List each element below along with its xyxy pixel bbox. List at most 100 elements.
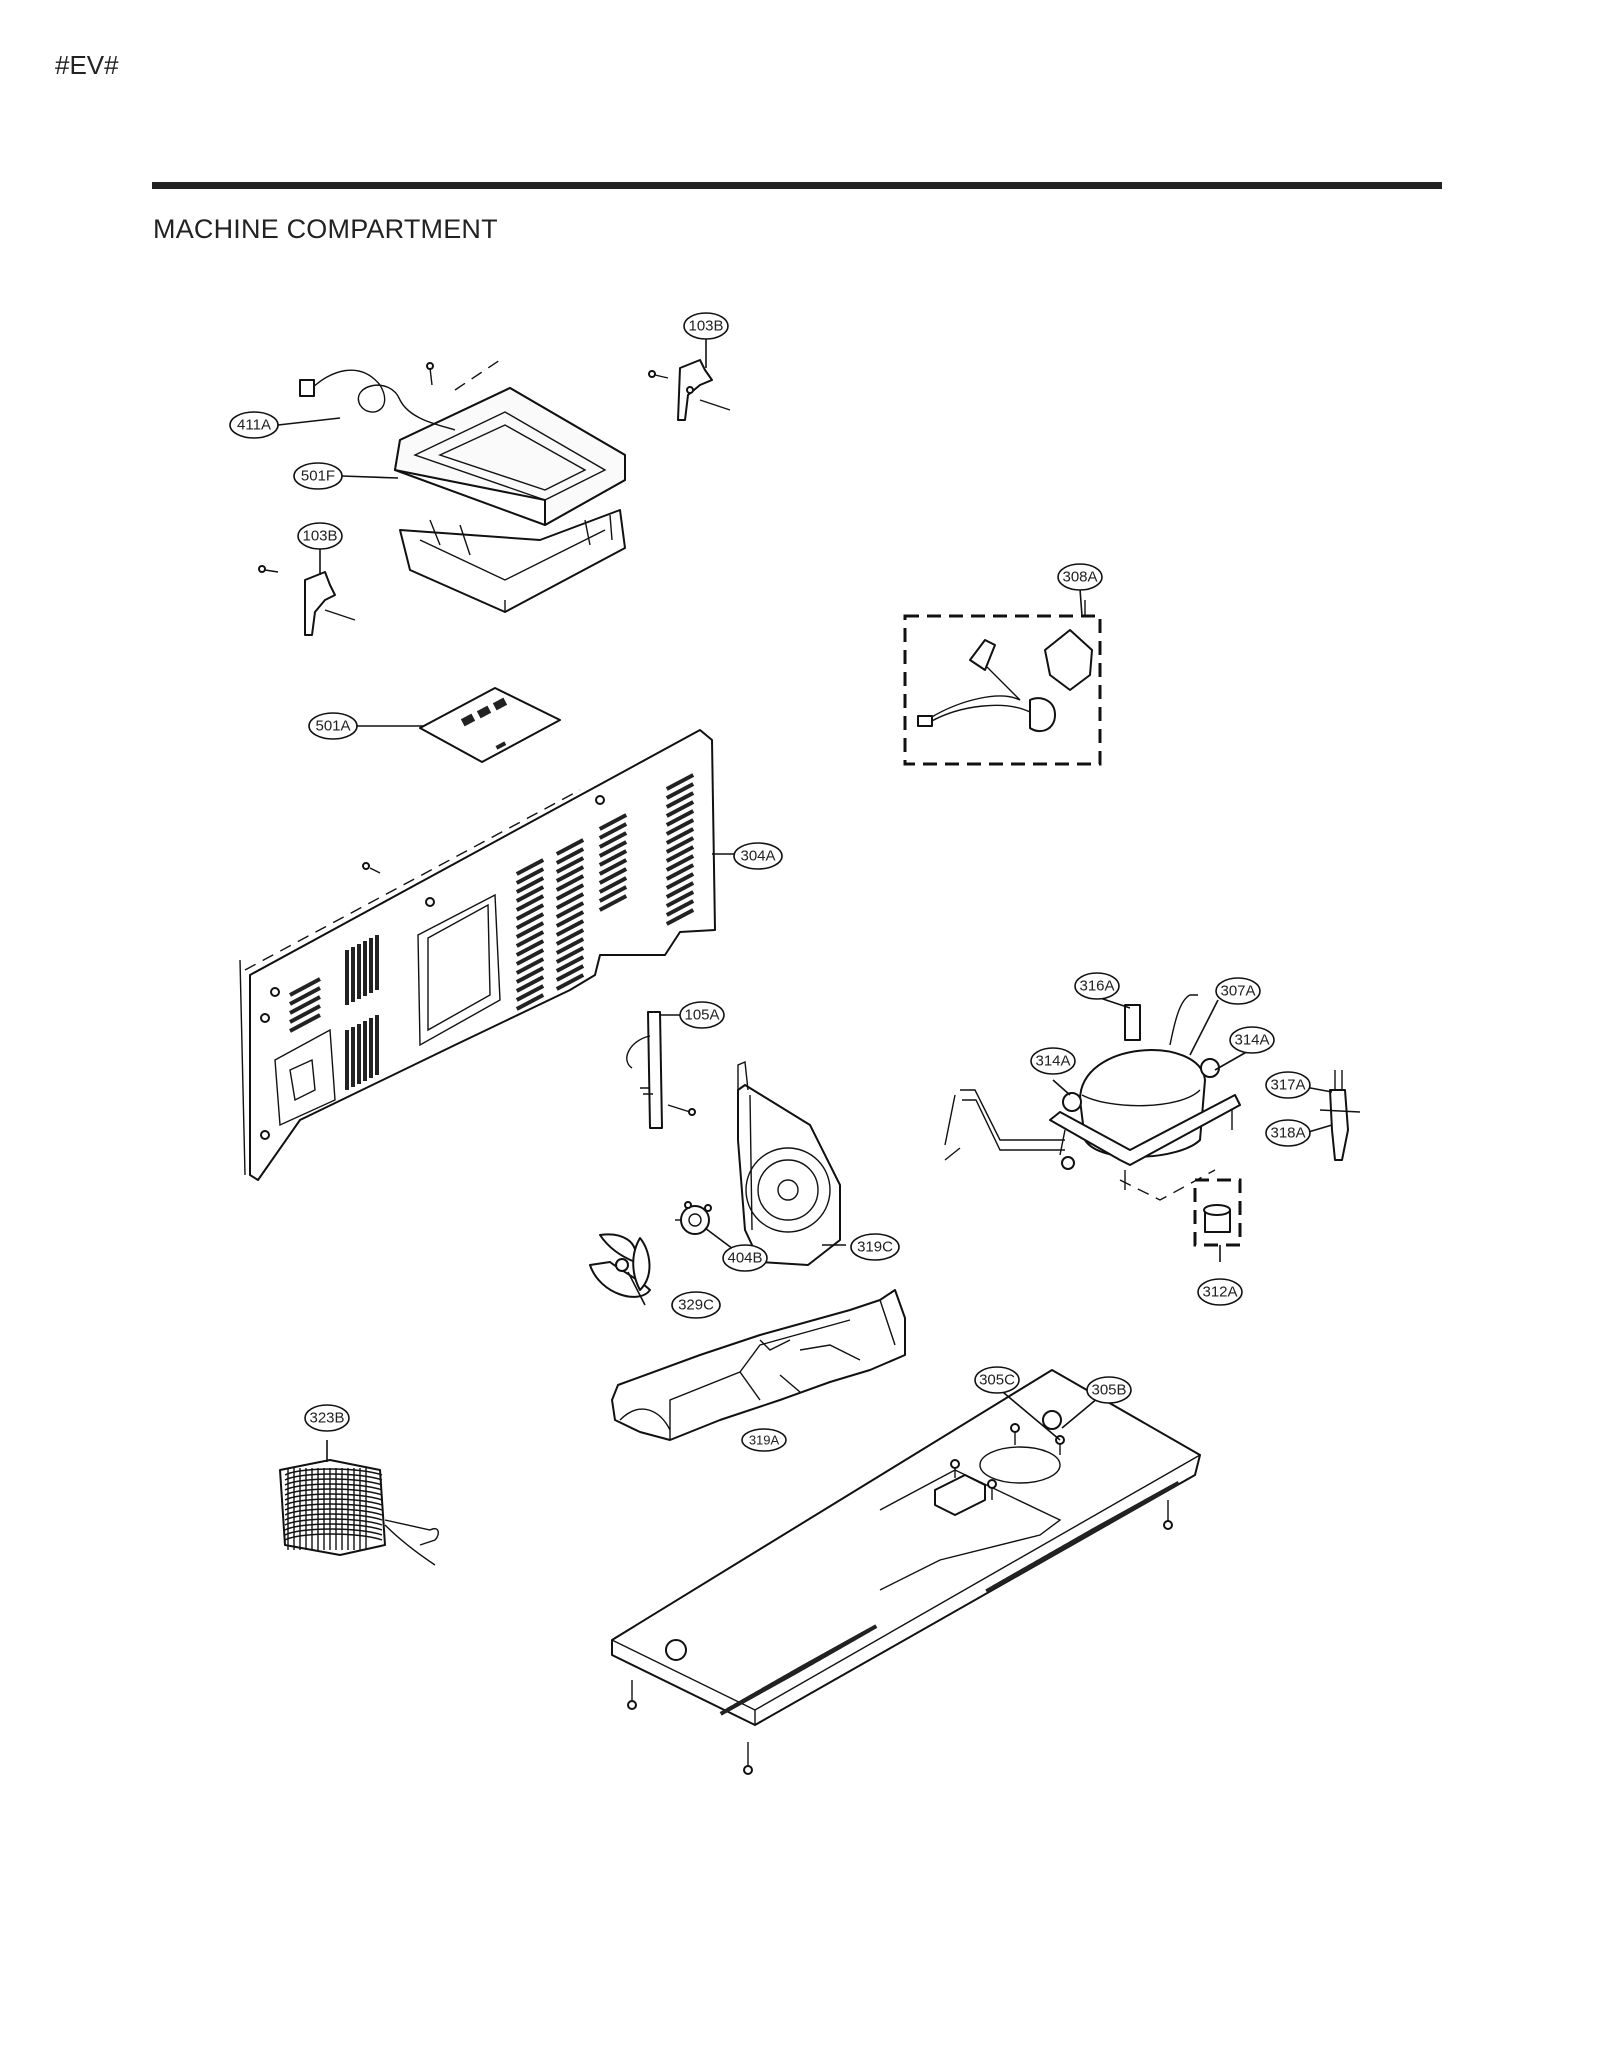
vent-slot xyxy=(665,782,695,800)
vent-slot xyxy=(598,849,628,867)
vent-slot xyxy=(665,791,695,809)
vent-slot xyxy=(555,874,585,892)
vent-slot xyxy=(515,921,545,939)
vent-slot xyxy=(598,813,628,831)
vent-slot xyxy=(598,894,628,912)
condenser xyxy=(279,1459,439,1566)
vent-slot xyxy=(598,831,628,849)
vent-slot xyxy=(665,845,695,863)
drain-pipe xyxy=(626,1011,696,1129)
callout-label: 314A xyxy=(1234,1032,1269,1049)
vent-slot xyxy=(357,944,361,999)
vent-slot xyxy=(665,827,695,845)
callout-label: 319A xyxy=(749,1433,780,1448)
callout-label: 314A xyxy=(1035,1053,1070,1070)
vent-slot xyxy=(375,1015,379,1075)
vent-slot xyxy=(555,838,585,856)
callout-105A: 105A xyxy=(679,1001,725,1029)
callout-label: 308A xyxy=(1062,569,1097,586)
vent-slot xyxy=(289,995,321,1015)
vent-slot xyxy=(665,836,695,854)
vent-slot xyxy=(555,928,585,946)
vent-slot xyxy=(665,818,695,836)
condenser-fin xyxy=(284,1478,383,1486)
vent-slot xyxy=(515,966,545,984)
condenser-fin xyxy=(284,1528,383,1536)
callout-501A: 501A xyxy=(308,712,358,740)
section-title: MACHINE COMPARTMENT xyxy=(153,214,498,244)
vent-slot xyxy=(796,1624,878,1672)
vent-slot xyxy=(375,935,379,990)
callout-329C: 329C xyxy=(671,1291,721,1319)
vent-slot xyxy=(598,867,628,885)
bracket-top xyxy=(677,359,731,421)
title-divider xyxy=(152,182,1442,189)
control-box-cover xyxy=(394,387,626,613)
callout-label: 103B xyxy=(688,318,723,335)
vent-slot xyxy=(598,840,628,858)
condenser-fin xyxy=(284,1493,383,1501)
label-plate xyxy=(419,687,561,763)
vent-slot xyxy=(289,986,321,1006)
vent-slot xyxy=(351,1027,355,1087)
bracket-left xyxy=(304,571,356,636)
vent-slot xyxy=(555,856,585,874)
vent-slot xyxy=(555,865,585,883)
vent-slot xyxy=(598,876,628,894)
vent-slot xyxy=(665,899,695,917)
callout-304A: 304A xyxy=(733,842,783,870)
vent-slot xyxy=(369,938,373,993)
vent-slot xyxy=(363,941,367,996)
callout-label: 316A xyxy=(1079,978,1114,995)
condenser-fin xyxy=(284,1498,383,1506)
vent-slot xyxy=(345,1030,349,1090)
vent-slot xyxy=(351,947,355,1002)
callout-312A: 312A xyxy=(1197,1278,1243,1306)
back-cover-vents xyxy=(289,773,695,1090)
vent-slot xyxy=(555,946,585,964)
fan-blade xyxy=(589,1233,651,1298)
condenser-fin xyxy=(284,1483,383,1491)
vent-slot xyxy=(665,773,695,791)
vent-slot xyxy=(665,872,695,890)
callout-label: 105A xyxy=(684,1007,719,1024)
callout-label: 103B xyxy=(302,528,337,545)
fan-shroud xyxy=(737,1060,841,1266)
vent-slot xyxy=(515,912,545,930)
condenser-fin xyxy=(284,1513,383,1521)
vent-slot xyxy=(555,901,585,919)
vent-slot xyxy=(555,937,585,955)
vent-slot xyxy=(1090,1481,1180,1533)
condenser-fin xyxy=(284,1468,383,1476)
vent-slot xyxy=(598,822,628,840)
callout-323B: 323B xyxy=(304,1404,350,1432)
condenser-fin xyxy=(284,1508,383,1516)
condenser-fin xyxy=(284,1473,383,1481)
cover-screws xyxy=(258,359,669,573)
callout-label: 319C xyxy=(857,1239,893,1256)
callout-label: 501F xyxy=(301,468,335,485)
vent-slot xyxy=(289,977,321,997)
vent-slot xyxy=(363,1021,367,1081)
vent-slot xyxy=(665,863,695,881)
vent-slot xyxy=(357,1024,361,1084)
vent-slot xyxy=(345,950,349,1005)
compressor xyxy=(944,994,1241,1201)
vent-slot xyxy=(665,908,695,926)
vent-slot xyxy=(515,984,545,1002)
vent-slot xyxy=(665,809,695,827)
base-plate xyxy=(611,1369,1201,1726)
callout-label: 329C xyxy=(678,1297,714,1314)
vent-slot xyxy=(515,957,545,975)
fan-motor xyxy=(675,1201,712,1235)
vent-slot xyxy=(598,858,628,876)
vent-slot xyxy=(515,930,545,948)
callout-316A: 316A xyxy=(1074,972,1120,1000)
fan-bracket xyxy=(611,1289,906,1441)
callout-308A: 308A xyxy=(1057,563,1103,591)
callout-label: 304A xyxy=(740,848,775,865)
vent-slot xyxy=(515,885,545,903)
callout-314A-right: 314A xyxy=(1229,1026,1275,1054)
callout-319A: 319A xyxy=(741,1428,787,1452)
callout-411A: 411A xyxy=(229,411,279,439)
